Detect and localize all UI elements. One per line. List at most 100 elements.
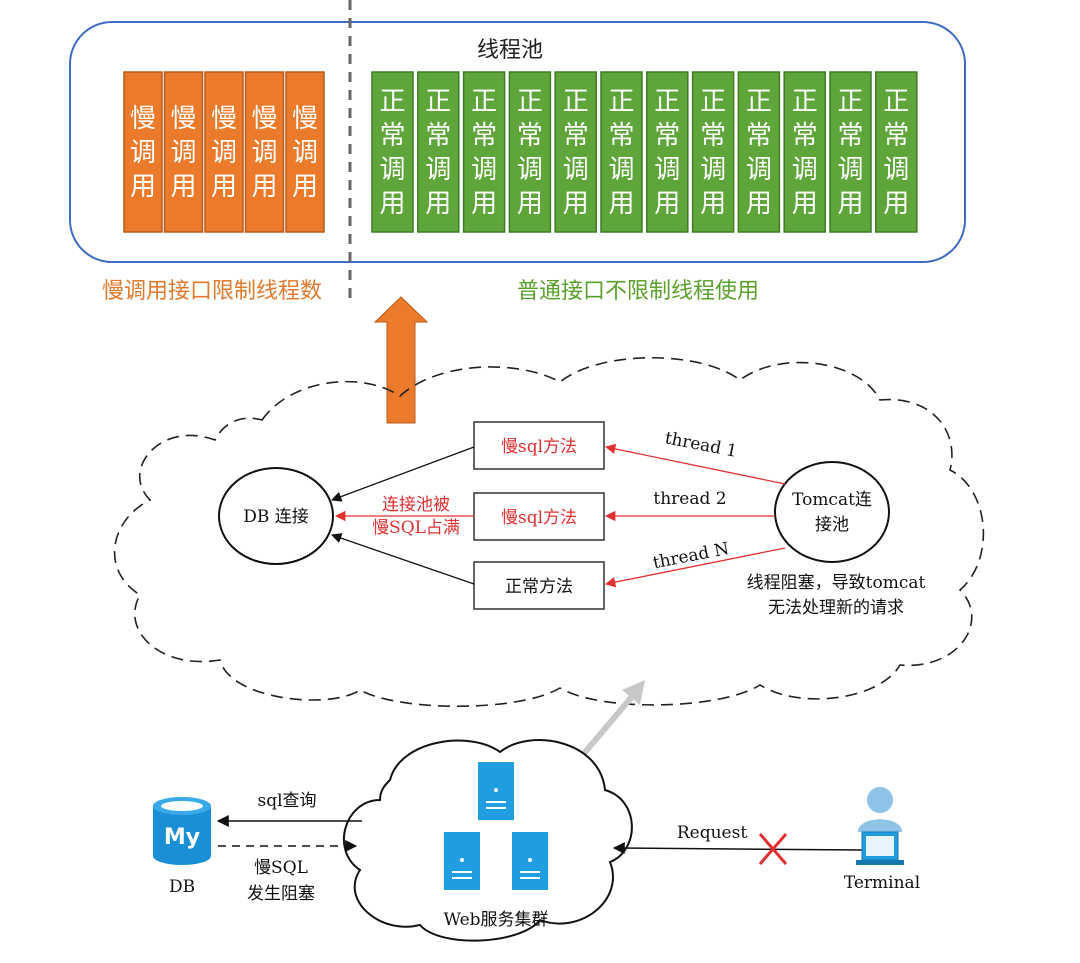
normal-slot <box>417 71 460 233</box>
normal-slot-char: 用 <box>792 189 818 219</box>
slow-slot-char: 调 <box>130 138 156 168</box>
arrow-thread1 <box>604 443 786 485</box>
normal-slot-char: 正 <box>608 87 634 117</box>
method-label-1: 慢sql方法 <box>501 436 577 457</box>
slow-slot-char: 调 <box>211 138 237 168</box>
tomcat-label-1: Tomcat连 <box>792 490 872 510</box>
slow-sql-label-1: 慢SQL <box>254 857 308 878</box>
normal-slot <box>462 71 506 233</box>
pool-full-label-2: 慢SQL占满 <box>372 517 460 538</box>
normal-slot-char: 常 <box>883 121 909 151</box>
normal-slot-char: 正 <box>563 87 589 117</box>
slow-slot-char: 慢 <box>130 104 156 134</box>
slow-slot-char: 调 <box>292 138 318 168</box>
normal-slot <box>600 71 643 233</box>
normal-slot-char: 常 <box>746 121 772 151</box>
server-icon <box>444 832 480 890</box>
normal-slot-char: 调 <box>563 155 589 185</box>
normal-slot-char: 调 <box>517 155 543 185</box>
normal-slot-char: 调 <box>425 155 451 185</box>
slow-slot <box>123 71 163 233</box>
normal-slot-char: 正 <box>883 87 909 117</box>
up-arrow-icon <box>373 296 429 424</box>
normal-slot-char: 正 <box>517 87 543 117</box>
normal-slot-char: 常 <box>700 121 726 151</box>
normal-slot <box>554 71 597 233</box>
normal-slot <box>829 71 872 233</box>
normal-slot-char: 常 <box>654 121 680 151</box>
normal-slot-char: 调 <box>746 155 772 185</box>
tomcat-pool-node <box>774 461 890 563</box>
terminal-user-icon <box>856 787 904 865</box>
server-icon <box>512 832 548 890</box>
method-label-3: 正常方法 <box>505 577 573 597</box>
slow-slot-char: 慢 <box>211 104 237 134</box>
thread-label-2: thread 2 <box>653 489 726 509</box>
slow-slot <box>285 71 325 233</box>
normal-slot-char: 常 <box>837 121 863 151</box>
thread-label-n: thread N <box>651 539 731 573</box>
normal-slot-char: 正 <box>746 87 772 117</box>
normal-slot-char: 用 <box>837 189 863 219</box>
normal-slot <box>371 71 414 233</box>
slow-slot-char: 调 <box>251 138 277 168</box>
normal-slot-char: 用 <box>517 189 543 219</box>
db-connection-node <box>218 467 334 565</box>
normal-slot-char: 常 <box>563 121 589 151</box>
normal-slot-char: 用 <box>746 189 772 219</box>
method-box-2 <box>473 492 605 541</box>
db-label: DB <box>169 877 195 897</box>
method-box-3 <box>473 561 605 610</box>
normal-slot-char: 常 <box>379 121 405 151</box>
thread-pool-title: 线程池 <box>477 38 543 63</box>
normal-slot <box>783 71 826 233</box>
normal-slot-char: 正 <box>700 87 726 117</box>
blocked-note-1: 线程阻塞，导致tomcat <box>747 573 926 593</box>
normal-slot <box>737 71 781 233</box>
slow-slot-char: 用 <box>251 172 277 202</box>
pool-full-label-1: 连接池被 <box>382 495 450 515</box>
database-icon: My <box>153 797 211 865</box>
sql-query-label: sql查询 <box>257 791 316 811</box>
slow-slot-char: 慢 <box>170 104 196 134</box>
arrow-threadN <box>604 547 786 588</box>
normal-slot-char: 常 <box>471 121 497 151</box>
normal-slot <box>875 71 918 233</box>
thread-pool-box <box>69 21 966 263</box>
normal-slot-char: 正 <box>379 87 405 117</box>
normal-slot-char: 正 <box>837 87 863 117</box>
slow-slot-char: 慢 <box>292 104 318 134</box>
normal-slot-char: 用 <box>563 189 589 219</box>
thread-label-1: thread 1 <box>663 428 739 462</box>
slow-sql-label-2: 发生阻塞 <box>247 884 315 904</box>
normal-slot-char: 用 <box>379 189 405 219</box>
web-cluster-cloud <box>343 739 633 942</box>
normal-slot-char: 用 <box>425 189 451 219</box>
normal-slot-char: 正 <box>425 87 451 117</box>
normal-slot-char: 用 <box>700 189 726 219</box>
slow-slot <box>204 71 244 233</box>
normal-slot-char: 常 <box>792 121 818 151</box>
blocked-note-2: 无法处理新的请求 <box>768 598 904 618</box>
method-box-1 <box>473 421 605 470</box>
normal-slot-char: 用 <box>608 189 634 219</box>
normal-slot-char: 调 <box>792 155 818 185</box>
slow-slot-char: 用 <box>292 172 318 202</box>
db-logo-text: My <box>164 825 200 850</box>
server-icon <box>478 762 514 820</box>
request-label: Request <box>677 823 747 843</box>
slow-slot-char: 用 <box>170 172 196 202</box>
slow-slot-char: 用 <box>211 172 237 202</box>
normal-slot-char: 调 <box>379 155 405 185</box>
request-arrow <box>612 842 863 855</box>
normal-slot-char: 常 <box>608 121 634 151</box>
normal-slot <box>691 71 735 233</box>
slow-slot <box>163 71 204 233</box>
blocked-x-icon <box>758 833 788 865</box>
gray-zoom-arrowhead <box>622 680 645 705</box>
arrow-method3-db <box>331 533 475 585</box>
tomcat-label-2: 接池 <box>815 515 849 535</box>
normal-caption: 普通接口不限制线程使用 <box>517 279 759 304</box>
normal-slot-char: 调 <box>837 155 863 185</box>
